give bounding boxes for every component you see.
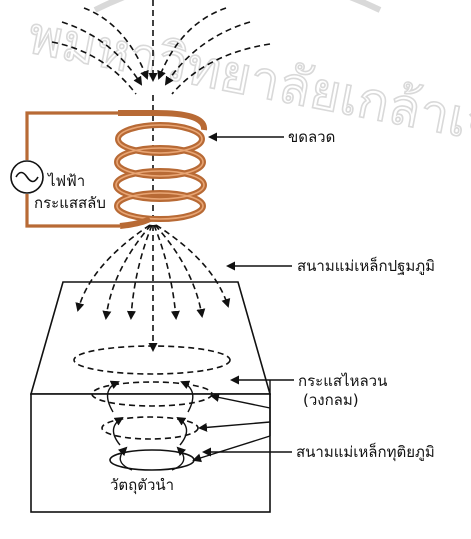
supply-wire-top — [27, 113, 118, 160]
watermark: พมหาวิทยาลัยเกล้าเจ้าคุณ — [23, 0, 471, 178]
watermark-seal-arc — [95, 0, 380, 10]
eddy-current-label-line2: (วงกลม) — [303, 391, 359, 409]
coil — [116, 113, 204, 226]
secondary-field-label: สนามแม่เหล็กทุติยภูมิ — [296, 442, 435, 462]
conductor-block-front-face — [31, 394, 270, 512]
conductor-label: วัตถุตัวนำ — [110, 476, 174, 495]
eddy-current-label-line1: กระแสไหลวน — [298, 372, 387, 390]
primary-field-label: สนามแม่เหล็กปฐมภูมิ — [297, 256, 435, 275]
coil-label: ขดลวด — [288, 128, 335, 146]
ac-source-label-line1: ไฟฟ้า — [47, 172, 85, 190]
conductor-block-top-face — [31, 282, 270, 394]
ac-source-icon — [11, 161, 43, 193]
ac-source-label-line2: กระแสสลับ — [34, 194, 106, 212]
coil-lead-bottom — [120, 219, 150, 226]
watermark-text: พมหาวิทยาลัยเกล้าเจ้าคุณ — [23, 6, 471, 178]
